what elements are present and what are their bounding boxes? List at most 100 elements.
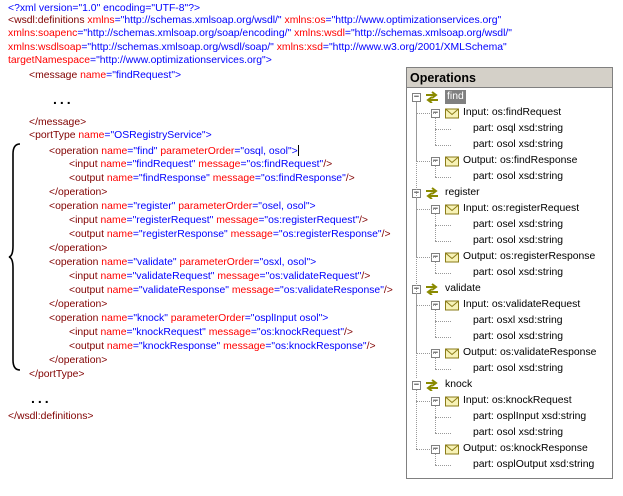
tree-connector	[435, 145, 451, 146]
tree-output-message[interactable]: Output: os:registerResponse	[463, 251, 596, 262]
message-close-line: </message>	[29, 117, 87, 128]
tree-operation-knock[interactable]: knock	[445, 379, 473, 390]
tree-operation-validate[interactable]: validate	[445, 283, 481, 294]
tree-part[interactable]: part: osol xsd:string	[473, 363, 564, 374]
tree-connector	[435, 241, 451, 242]
tree-connector	[435, 337, 451, 338]
definitions-open-line: <wsdl:definitions xmlns="http://schemas.…	[8, 15, 502, 26]
tree-input-message[interactable]: Input: os:knockRequest	[463, 395, 572, 406]
tree-input-message[interactable]: Input: os:findRequest	[463, 107, 562, 118]
ellipsis: ...	[31, 390, 52, 406]
double-arrow-icon	[426, 187, 438, 199]
tree-connector	[435, 321, 451, 322]
definitions-close-line: </wsdl:definitions>	[8, 411, 94, 422]
envelope-icon	[445, 252, 459, 263]
tree-connector	[416, 390, 417, 449]
tree-connector	[435, 177, 451, 178]
double-arrow-icon	[426, 379, 438, 391]
tree-connector	[416, 305, 436, 306]
porttype-open-line: <portType name="OSRegistryService">	[29, 130, 212, 141]
envelope-icon	[445, 348, 459, 359]
text-cursor	[297, 145, 299, 156]
tree-operation-register[interactable]: register	[445, 187, 480, 198]
tree-connector	[435, 358, 436, 369]
tree-connector	[435, 273, 451, 274]
tree-connector	[416, 102, 417, 378]
target-namespace-line: targetNamespace="http://www.optimization…	[8, 55, 272, 66]
operation-open-line: <operation name="register" parameterOrde…	[49, 201, 316, 212]
brace-icon	[8, 143, 21, 371]
tree-part[interactable]: part: osol xsd:string	[473, 331, 564, 342]
envelope-icon	[445, 396, 459, 407]
envelope-icon	[445, 156, 459, 167]
tree-output-message[interactable]: Output: os:validateResponse	[463, 347, 597, 358]
tree-connector	[435, 465, 451, 466]
tree-connector	[435, 262, 436, 273]
operation-output-line: <output name="findResponse" message="os:…	[69, 173, 355, 184]
tree-part[interactable]: part: osql xsd:string	[473, 123, 564, 134]
operation-input-line: <input name="knockRequest" message="os:k…	[69, 327, 353, 338]
panel-title: Operations	[407, 68, 612, 88]
tree-connector	[416, 209, 436, 210]
envelope-icon	[445, 300, 459, 311]
tree-part[interactable]: part: osol xsd:string	[473, 139, 564, 150]
tree-connector	[435, 129, 451, 130]
envelope-icon	[445, 204, 459, 215]
operation-open-line: <operation name="knock" parameterOrder="…	[49, 313, 329, 324]
tree-connector	[416, 353, 436, 354]
operation-close-line: </operation>	[49, 243, 108, 254]
envelope-icon	[445, 444, 459, 455]
namespace-line: xmlns:wsdlsoap="http://schemas.xmlsoap.o…	[8, 42, 507, 53]
operation-output-line: <output name="registerResponse" message=…	[69, 229, 391, 240]
operation-output-line: <output name="knockResponse" message="os…	[69, 341, 376, 352]
operation-input-line: <input name="registerRequest" message="o…	[69, 215, 368, 226]
ellipsis: ...	[53, 91, 74, 107]
tree-connector	[435, 369, 451, 370]
tree-connector	[416, 161, 436, 162]
operation-open-line: <operation name="find" parameterOrder="o…	[49, 145, 299, 157]
operations-panel[interactable]: Operations − find − Input: os:findRequest pa…	[406, 67, 613, 479]
envelope-icon	[445, 108, 459, 119]
message-open-line: <message name="findRequest">	[29, 70, 182, 81]
operation-input-line: <input name="validateRequest" message="o…	[69, 271, 371, 282]
porttype-close-line: </portType>	[29, 369, 85, 380]
tree-connector	[435, 417, 451, 418]
tree-connector	[435, 225, 451, 226]
tree-part[interactable]: part: osol xsd:string	[473, 171, 564, 182]
tree-input-message[interactable]: Input: os:validateRequest	[463, 299, 581, 310]
tree-connector	[416, 401, 436, 402]
xml-declaration: <?xml version="1.0" encoding="UTF-8"?>	[8, 3, 201, 14]
tree-connector	[435, 166, 436, 177]
tree-connector	[435, 310, 436, 337]
operation-close-line: </operation>	[49, 187, 108, 198]
operation-expander[interactable]: −	[412, 380, 421, 390]
tree-connector	[435, 214, 436, 241]
tree-connector	[416, 449, 436, 450]
tree-part[interactable]: part: osplInput xsd:string	[473, 411, 587, 422]
tree-connector	[416, 113, 436, 114]
tree-output-message[interactable]: Output: os:findResponse	[463, 155, 578, 166]
tree-operation-find[interactable]: find	[445, 90, 466, 104]
operation-output-line: <output name="validateResponse" message=…	[69, 285, 393, 296]
double-arrow-icon	[426, 283, 438, 295]
tree-part[interactable]: part: osplOutput xsd:string	[473, 459, 595, 470]
tree-part[interactable]: part: osxl xsd:string	[473, 315, 563, 326]
tree-connector	[435, 406, 436, 433]
operation-expander[interactable]: −	[412, 92, 421, 102]
tree-part[interactable]: part: osel xsd:string	[473, 219, 564, 230]
operation-open-line: <operation name="validate" parameterOrde…	[49, 257, 317, 268]
tree-connector	[435, 454, 436, 465]
double-arrow-icon	[426, 91, 438, 103]
tree-part[interactable]: part: osol xsd:string	[473, 235, 564, 246]
operation-input-line: <input name="findRequest" message="os:fi…	[69, 159, 333, 170]
tree-part[interactable]: part: osol xsd:string	[473, 427, 564, 438]
tree-connector	[435, 118, 436, 145]
tree-output-message[interactable]: Output: os:knockResponse	[463, 443, 588, 454]
tree-part[interactable]: part: osol xsd:string	[473, 267, 564, 278]
tree-connector	[435, 433, 451, 434]
namespace-line: xmlns:soapenc="http://schemas.xmlsoap.or…	[8, 28, 512, 39]
tree-connector	[416, 257, 436, 258]
operation-close-line: </operation>	[49, 299, 108, 310]
operation-close-line: </operation>	[49, 355, 108, 366]
tree-input-message[interactable]: Input: os:registerRequest	[463, 203, 580, 214]
